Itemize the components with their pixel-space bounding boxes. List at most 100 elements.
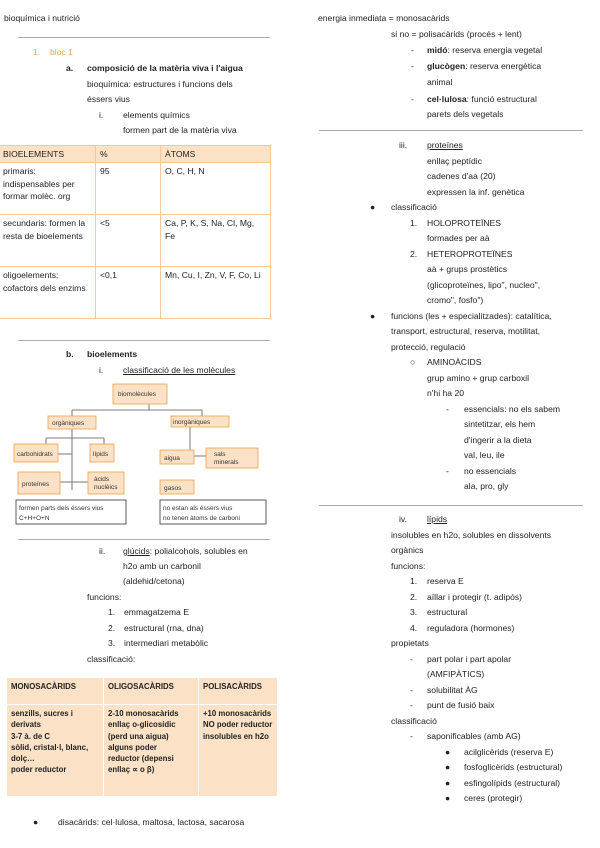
diagram-label: biomolècules xyxy=(118,391,157,398)
cell-line: reductor (depensi xyxy=(108,754,174,764)
divider xyxy=(18,37,270,38)
diagram-label: minerals xyxy=(214,459,239,466)
lip-funcions-label: funcions: xyxy=(391,561,426,571)
poly-cont: animal xyxy=(427,77,453,87)
table-cell: oligoelements: cofactors dels enzims xyxy=(0,266,96,320)
funcions-line: protecció, regulació xyxy=(391,342,466,352)
lipids-line: insolubles en h2o, solubles en dissolven… xyxy=(391,530,552,540)
bullet-icon: ● xyxy=(370,311,376,321)
list-number: 1. xyxy=(108,607,116,617)
propietat-line: part polar i part apolar xyxy=(427,654,512,664)
dash-icon: - xyxy=(410,731,413,741)
list-item: reguladora (hormones) xyxy=(427,623,515,633)
bloc-heading: bloc 1 xyxy=(50,47,73,57)
list-number: 3. xyxy=(108,638,116,648)
poly-name: glucògen xyxy=(427,61,466,71)
dash-icon: - xyxy=(446,466,449,476)
doc-title: bioquímica i nutrició xyxy=(4,13,80,23)
list-sub: aà + grups prostètics xyxy=(427,264,508,274)
diagram-node-gases xyxy=(159,479,195,495)
table-cell: senzills, sucres i derivats 3-7 à. de C … xyxy=(6,704,104,797)
proteines-line: enllaç peptídic xyxy=(427,156,482,166)
poly-name: cel·lulosa xyxy=(427,94,467,104)
elements-number: i. xyxy=(99,110,104,120)
list-item: estructural xyxy=(427,607,468,617)
poly-cont: parets dels vegetals xyxy=(427,109,504,119)
list-item: reserva E xyxy=(427,576,464,586)
table-cell: Ca, P, K, S, Na, Cl, Mg, Fe xyxy=(160,214,271,268)
elements-title: elements químics xyxy=(123,110,190,120)
proteines-title: proteïnes xyxy=(427,140,463,150)
poly-item: midó: reserva energia vegetal xyxy=(427,44,542,57)
cell-line: enllaç o-glicosídic xyxy=(108,720,176,730)
cell-line: insolubles en h2o xyxy=(203,731,269,741)
glucids-title: glúcids xyxy=(123,546,150,556)
table-header-cell: POLISACÀRIDS xyxy=(198,677,278,705)
diagram-node-proteins xyxy=(17,471,61,495)
disacarids-line: disacàrids: cel·lulosa, maltosa, lactosa… xyxy=(58,817,245,827)
table-cell: primaris: indispensables per formar molè… xyxy=(0,162,96,216)
list-item: emmagatzema E xyxy=(124,607,189,617)
bullet-icon: ● xyxy=(445,762,451,772)
diagram-label: sals xyxy=(214,451,226,458)
list-sub: cromo", fosfo") xyxy=(427,295,484,305)
saponif-item: esfingolípids (estructural) xyxy=(464,778,561,788)
diagram-node-inorganic xyxy=(170,415,230,428)
poly-desc: : funció estructural xyxy=(466,94,537,104)
list-item: HOLOPROTEÏNES xyxy=(427,218,502,228)
cell-line: sòlid, cristal·l, blanc, xyxy=(11,742,89,752)
dash-icon: - xyxy=(410,685,413,695)
diagram-note: no estan als éssers vius xyxy=(163,505,233,512)
divider xyxy=(319,130,583,131)
saponif-item: ceres (protegir) xyxy=(464,793,523,803)
table-row: senzills, sucres i derivats 3-7 à. de C … xyxy=(6,704,278,797)
essencials-line: sintetitzar, els hem xyxy=(464,419,536,429)
table-cell: Mn, Cu, I, Zn, V, F, Co, Li xyxy=(160,266,271,320)
list-number: 2. xyxy=(410,592,418,602)
diagram-note: formen parts dels éssers vius xyxy=(19,505,104,512)
table-header-cell: OLIGOSACÀRIDS xyxy=(103,677,199,705)
diagram-node-lipids xyxy=(89,443,115,463)
list-item: aïllar i protegir (t. adipós) xyxy=(427,592,523,602)
cell-line: NO poder reductor xyxy=(203,720,273,730)
diagram-node-root xyxy=(112,383,168,405)
diagram-node-water xyxy=(159,449,195,465)
table-cell: 2-10 monosacàrids enllaç o-glicosídic (p… xyxy=(103,704,199,797)
table-header-cell: ÀTOMS xyxy=(160,144,271,164)
poly-name: midó xyxy=(427,45,448,55)
table-cell: 95 xyxy=(95,162,161,216)
divider xyxy=(18,340,270,341)
diagram-node-organic xyxy=(47,415,97,430)
diagram-label: carbohidrats xyxy=(17,451,54,458)
cell-line: enllaç ∝ o β) xyxy=(108,765,155,775)
aminoacids-line: grup amino + grup carboxil xyxy=(427,373,529,383)
table-row: secundaris: formen la resta de bioelemen… xyxy=(0,214,271,268)
list-number: 1. xyxy=(410,576,418,586)
funcions-label: funcions: xyxy=(87,592,122,602)
diagram-label: nuclèics xyxy=(94,484,118,491)
table-header-cell: % xyxy=(95,144,161,164)
list-number: 2. xyxy=(108,623,116,633)
poly-desc: : reserva energia vegetal xyxy=(447,45,543,55)
bullet-icon: ● xyxy=(33,817,39,827)
diagram-note: C+H+O+N xyxy=(19,515,50,522)
diagram-label: àcids xyxy=(94,476,110,483)
list-number: 1. xyxy=(410,218,418,228)
classif-number: i. xyxy=(99,365,104,375)
section-b-letter: b. xyxy=(66,349,74,359)
table-cell: <5 xyxy=(95,214,161,268)
saponif-item: acilglicèrids (reserva E) xyxy=(464,747,554,757)
dash-icon: - xyxy=(446,404,449,414)
diagram-node-nucleic xyxy=(87,471,125,495)
lipids-line: orgànics xyxy=(391,545,424,555)
bullet-icon: ● xyxy=(445,747,451,757)
cell-line: dolç… xyxy=(11,754,35,764)
glucids-desc: : polialcohols, solubles en xyxy=(149,546,248,556)
table-cell: secundaris: formen la resta de bioelemen… xyxy=(0,214,96,268)
essencials-line: d'ingerir a la dieta xyxy=(464,435,532,445)
table-header-row: BIOELEMENTS % ÀTOMS xyxy=(0,144,271,164)
bioelements-table: BIOELEMENTS % ÀTOMS primaris: indispensa… xyxy=(0,144,271,320)
section-a-title: composició de la matèria viva i l'aigua xyxy=(87,63,243,73)
propietats-label: propietats xyxy=(391,638,429,648)
list-number: 4. xyxy=(410,623,418,633)
